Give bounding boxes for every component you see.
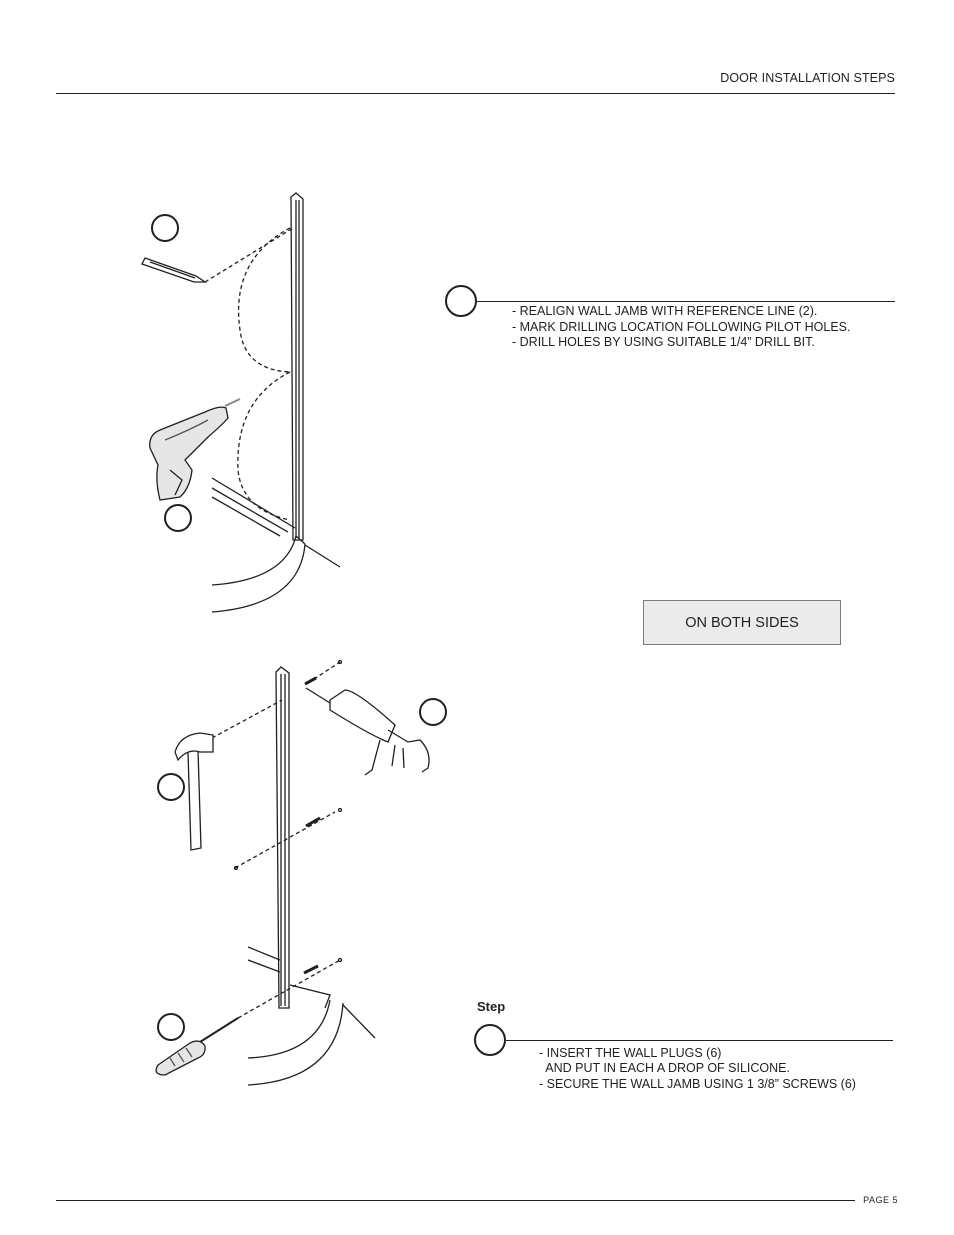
illustration-marker [419,698,447,726]
illustration-marker [151,214,179,242]
caulking-gun-icon [305,687,430,776]
step-rule [477,301,895,302]
hammer-icon [174,732,214,851]
screwdriver-icon [155,1017,239,1076]
illustration-marker [164,504,192,532]
screw-icon [233,659,343,975]
step-rule [506,1040,893,1041]
instruction-line: AND PUT IN EACH A DROP OF SILICONE. [539,1061,790,1075]
instruction-line: - REALIGN WALL JAMB WITH REFERENCE LINE … [512,304,818,318]
wall-jamb-bottom [275,666,290,1009]
wall-jamb-top [290,192,304,541]
instruction-line: - MARK DRILLING LOCATION FOLLOWING PILOT… [512,320,851,334]
step-label: Step [477,999,506,1014]
illustration-marker [157,773,185,801]
instruction-line: - DRILL HOLES BY USING SUITABLE 1/4” DRI… [512,335,815,349]
pencil-icon [141,257,208,283]
step-number-marker [474,1024,506,1056]
footer-rule [56,1200,855,1201]
page-number: PAGE 5 [863,1195,898,1205]
page-title: DOOR INSTALLATION STEPS [720,71,895,85]
shower-base-top [211,477,341,613]
callout-box: ON BOTH SIDES [643,600,841,645]
illustration-marker [157,1013,185,1041]
shower-base-bottom [247,946,376,1086]
instruction-line: - SECURE THE WALL JAMB USING 1 3/8” SCRE… [539,1077,856,1091]
drill-icon [149,398,241,501]
step-number-marker [445,285,477,317]
header-rule [56,93,895,94]
instruction-line: - INSERT THE WALL PLUGS (6) [539,1046,722,1060]
